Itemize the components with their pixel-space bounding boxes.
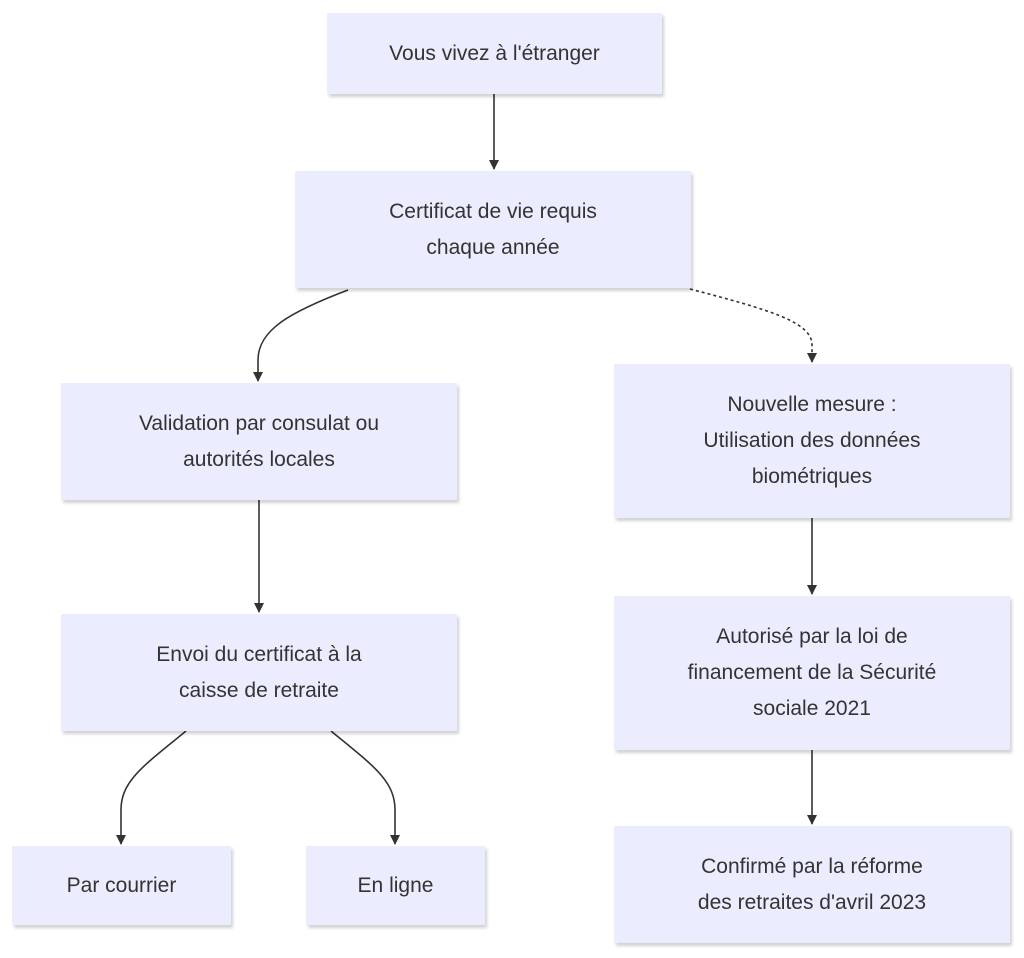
- node-label: En ligne: [357, 873, 434, 897]
- node-vous-vivez-a-l-etranger: Vous vivez à l'étranger: [327, 13, 662, 94]
- node-validation-par-consulat: Validation par consulat ou autorités loc…: [61, 383, 457, 500]
- edge-certificat-to-nouvelle-mesure: [689, 288, 817, 363]
- node-label: Autorisé par la loi de financement de la…: [687, 625, 937, 720]
- node-label: Par courrier: [66, 873, 177, 897]
- node-label: Vous vivez à l'étranger: [389, 41, 600, 65]
- node-label: Nouvelle mesure : Utilisation des donnée…: [703, 393, 921, 488]
- node-autorise-par-la-loi: Autorisé par la loi de financement de la…: [614, 596, 1010, 750]
- node-label: Certificat de vie requis chaque année: [389, 199, 597, 259]
- node-certificat-de-vie-requis: Certificat de vie requis chaque année: [295, 171, 691, 288]
- node-en-ligne: En ligne: [306, 846, 485, 925]
- node-label: Confirmé par la réforme des retraites d'…: [697, 854, 927, 914]
- edge-envoi-to-en-ligne: [330, 730, 400, 845]
- node-confirme-par-la-reforme: Confirmé par la réforme des retraites d'…: [614, 826, 1010, 943]
- node-nouvelle-mesure-biometriques: Nouvelle mesure : Utilisation des donnée…: [614, 364, 1010, 518]
- node-par-courrier: Par courrier: [12, 846, 231, 925]
- node-envoi-du-certificat: Envoi du certificat à la caisse de retra…: [61, 614, 457, 731]
- node-label: Validation par consulat ou autorités loc…: [138, 411, 380, 471]
- edge-envoi-to-par-courrier: [116, 730, 187, 845]
- node-label: Envoi du certificat à la caisse de retra…: [156, 642, 362, 702]
- edge-certificat-to-validation: [253, 289, 349, 382]
